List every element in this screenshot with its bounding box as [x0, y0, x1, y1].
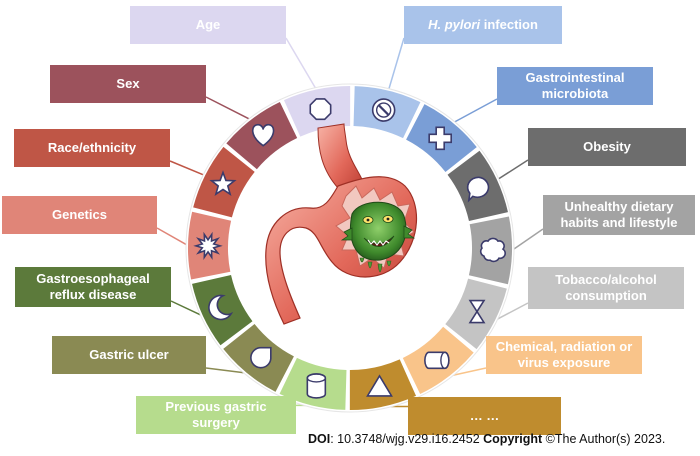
factor-label-gastric-ulcer: Gastric ulcer — [52, 336, 206, 374]
connector-genetics — [156, 227, 189, 247]
connector-microbiota — [452, 98, 498, 124]
starburst-icon — [193, 231, 223, 260]
factor-label-text: Obesity — [583, 138, 631, 154]
hourglass-icon — [468, 299, 486, 324]
slime-drip — [386, 260, 392, 267]
heart-icon — [251, 123, 275, 147]
factor-label-text: … … — [469, 407, 500, 423]
factor-label-text: Gastroesophageal reflux disease — [36, 270, 150, 302]
teardrop-icon — [250, 346, 272, 369]
speech-bubble-icon — [466, 176, 490, 203]
monster-claw-left — [340, 227, 353, 241]
factor-label-text: Previous gastric surgery — [165, 398, 267, 430]
factor-label-text: Chemical, radiation or virus exposure — [495, 338, 633, 370]
doi-footer: DOI: 10.3748/wjg.v29.i16.2452 Copyright … — [308, 432, 665, 446]
stomach-illustration — [265, 123, 417, 325]
prohibition-icon — [371, 98, 396, 122]
factor-label-obesity: Obesity — [528, 128, 686, 166]
factor-label-text: Gastric ulcer — [89, 346, 169, 362]
segment-icons — [193, 98, 506, 399]
factor-label-previous-surgery: Previous gastric surgery — [136, 396, 296, 434]
star-icon — [209, 170, 237, 197]
slime-drip — [367, 261, 373, 269]
connector-diet — [511, 228, 544, 252]
connector-gastric-ulcer — [205, 367, 248, 374]
factor-label-text: Unhealthy dietary habits and lifestyle — [560, 198, 678, 230]
factor-label-italic: H. pylori — [428, 16, 481, 32]
factor-label-genetics: Genetics — [2, 196, 157, 234]
ring-segment-gerd — [192, 275, 253, 346]
factor-label-text: infection — [480, 16, 538, 32]
monster-shape — [350, 201, 407, 261]
cylinder-icon — [306, 373, 327, 399]
copyright-value: ©The Author(s) 2023. — [542, 432, 666, 446]
factor-label-h-pylori: H. pylori infection — [404, 6, 562, 44]
factor-label-sex: Sex — [50, 65, 206, 103]
cylinder-sideways-icon — [424, 351, 450, 370]
factor-label-more: … … — [408, 397, 561, 435]
octagon-icon — [309, 98, 332, 121]
crescent-moon-icon — [208, 294, 234, 321]
factor-label-age: Age — [130, 6, 286, 44]
factor-label-diet: Unhealthy dietary habits and lifestyle — [543, 195, 695, 235]
factor-label-tobacco: Tobacco/alcohol consumption — [528, 267, 684, 309]
risk-factor-ring — [185, 83, 515, 413]
factor-label-text: Sex — [116, 75, 140, 91]
factor-label-microbiota: Gastrointestinal microbiota — [497, 67, 653, 105]
slime-drip — [359, 257, 365, 263]
monster-claw-right — [403, 225, 416, 239]
connector-lines — [156, 37, 544, 408]
factor-label-text: Tobacco/alcohol consumption — [555, 271, 657, 303]
triangle-icon — [366, 374, 393, 397]
factor-label-gerd: Gastroesophageal reflux disease — [15, 267, 171, 307]
factor-label-text: Race/ethnicity — [47, 139, 137, 155]
factor-label-text: Age — [195, 16, 221, 32]
connector-chemical — [448, 367, 487, 377]
slime-drip — [377, 263, 383, 273]
doi-value: : 10.3748/wjg.v29.i16.2452 — [330, 432, 484, 446]
doi-label: DOI — [308, 432, 331, 446]
connector-gerd — [170, 300, 204, 317]
factor-label-chemical: Chemical, radiation or virus exposure — [486, 336, 642, 374]
connector-race — [169, 160, 206, 177]
connector-sex — [205, 96, 252, 121]
cloud-icon — [479, 237, 506, 263]
connector-tobacco — [494, 302, 529, 322]
connector-age — [285, 37, 317, 90]
factor-label-text: Genetics — [52, 206, 107, 222]
factor-label-text: Gastrointestinal microbiota — [525, 69, 625, 101]
connector-obesity — [496, 159, 529, 181]
cross-icon — [428, 126, 452, 151]
connector-h-pylori — [387, 37, 405, 91]
copyright-label: Copyright — [483, 432, 543, 446]
factor-label-race: Race/ethnicity — [14, 129, 170, 167]
